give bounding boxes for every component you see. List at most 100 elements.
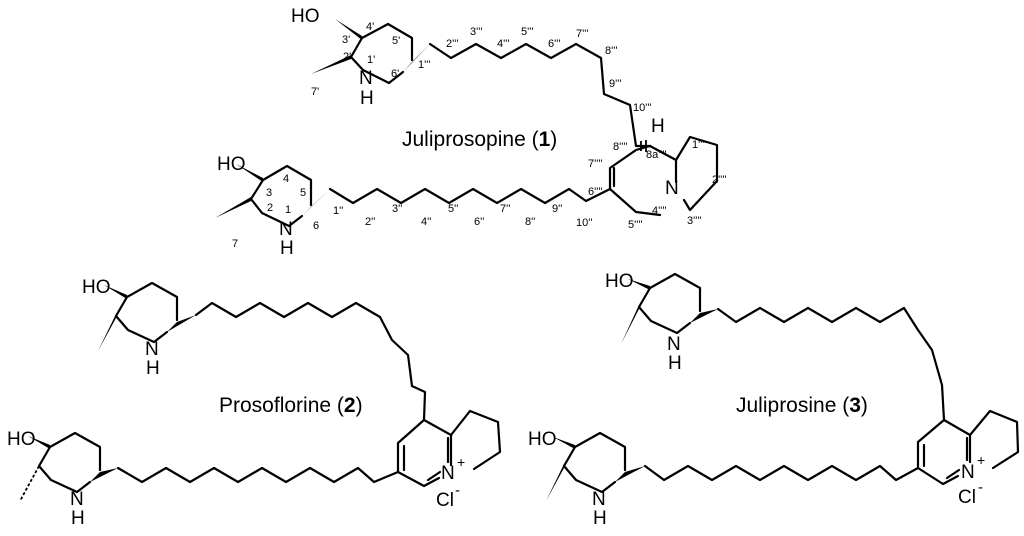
locant: 2'''' (712, 174, 727, 186)
locant: 6'''' (588, 186, 603, 198)
nitrogen-label: N (592, 489, 606, 510)
nitrogen-label: N (279, 219, 293, 240)
wedge-bond-oh (335, 19, 362, 40)
nitrogen-label: N (441, 463, 455, 484)
locant: 9''' (609, 78, 621, 90)
structure-juliprosine: HO N H Juliprosine (3) HO N H N + Cl - (528, 271, 1020, 529)
locant: 8a'''' (646, 149, 667, 161)
wedge-bond-oh (553, 437, 575, 449)
bottom-piperidine-ring: HO N H 3 4 5 2 1 6 7 (215, 154, 330, 259)
chain-bonds (328, 187, 612, 205)
locant: 5'' (448, 203, 458, 215)
top-piperidine-ring: HO N H (82, 277, 196, 379)
ring-bonds (637, 272, 702, 335)
hydroxyl-label: HO (82, 277, 111, 298)
bottom-alkyl-chain: 1'' 2'' 3'' 4'' 5'' 6'' 7'' 8'' 9'' 10'' (328, 187, 612, 229)
negative-charge: - (455, 482, 460, 499)
locant: 6 (313, 220, 319, 232)
top-alkyl-chain (194, 301, 427, 422)
top-alkyl-chain (716, 306, 946, 422)
nh-hydrogen-label: H (360, 88, 374, 109)
top-piperidine-ring: HO N H 3' 4' 5' 2' 1' 6' 7' (291, 6, 430, 109)
locant: 2 (267, 202, 273, 214)
locant: 3'''' (687, 215, 702, 227)
locant: 8''' (605, 45, 617, 57)
locant: 3 (266, 187, 272, 199)
wedge-bond-oh (628, 279, 650, 290)
bottom-piperidine-ring: HO N H (7, 429, 118, 529)
wedge-bond-chain (615, 466, 645, 482)
wedge-bond-oh (236, 164, 263, 182)
positive-charge: + (977, 452, 985, 468)
structure-prosoflorine: HO N H Prosoflorine (2) HO N H N + Cl - (7, 277, 502, 529)
locant: 1'''' (692, 139, 707, 151)
hydroxyl-label: HO (7, 429, 36, 450)
wedge-bond-methyl (98, 314, 116, 351)
bottom-piperidine-ring: HO N H (528, 429, 645, 529)
chain-bonds (428, 42, 652, 148)
locant: 8'' (525, 216, 535, 228)
nitrogen-label: N (359, 68, 373, 89)
ring-fusion-hydrogen-label: H (651, 116, 665, 137)
positive-charge: + (457, 454, 465, 470)
nh-hydrogen-label: H (280, 238, 294, 259)
negative-charge: - (978, 479, 983, 496)
pyrrolidine-ring-bonds (449, 409, 502, 471)
nitrogen-label: N (665, 178, 679, 199)
locant: 7 (232, 238, 238, 250)
locant: 9'' (552, 203, 562, 215)
nh-hydrogen-label: H (71, 508, 85, 529)
hydroxyl-label: HO (528, 429, 557, 450)
wedge-bond-chain (403, 44, 430, 72)
nitrogen-label: N (961, 462, 975, 483)
wedge-bond-methyl (215, 197, 251, 218)
ring-bonds (249, 164, 313, 228)
pyrrolidine-ring-bonds (968, 409, 1020, 470)
wedge-bond-oh (28, 436, 50, 449)
bottom-alkyl-chain (116, 466, 400, 484)
five-ring-bonds (674, 135, 719, 212)
locant: 4'' (421, 216, 431, 228)
hydroxyl-label: HO (291, 6, 320, 27)
compound-title: Juliprosopine (1) (402, 128, 557, 151)
locant: 3' (342, 34, 350, 46)
chloride-label: Cl (958, 487, 976, 508)
locant: 7'''' (588, 158, 603, 170)
wedge-bond-methyl (311, 55, 351, 74)
wedge-bond-chain (167, 315, 196, 332)
ring-bonds (37, 431, 102, 494)
locant: 3''' (470, 26, 482, 38)
nh-hydrogen-label: H (146, 358, 160, 379)
wedge-bond-chain (690, 309, 718, 323)
locant: 2' (343, 51, 351, 63)
locant: 4'''' (652, 205, 667, 217)
nitrogen-label: N (145, 339, 159, 360)
hash-bond-methyl (19, 465, 40, 502)
compound-title: Prosoflorine (2) (219, 394, 363, 417)
locant: 5'''' (628, 219, 643, 231)
top-alkyl-chain: 1''' 2''' 3''' 4''' 5''' 6''' 7''' 8''' … (418, 26, 652, 148)
hydroxyl-label: HO (217, 154, 246, 175)
nitrogen-label: N (70, 489, 84, 510)
locant: 4' (366, 21, 374, 33)
indolizinium-ring-system: N + Cl - (916, 409, 1020, 508)
locant: 1''' (418, 59, 430, 71)
locant: 3'' (392, 203, 402, 215)
locant: 2''' (446, 38, 458, 50)
locant: 10'' (576, 217, 592, 229)
locant: 5 (300, 187, 306, 199)
compound-title: Juliprosine (3) (736, 394, 868, 417)
wedge-bond-methyl (621, 305, 639, 344)
locant: 1 (285, 204, 291, 216)
ring-bonds (349, 22, 414, 85)
nh-hydrogen-label: H (593, 508, 607, 529)
locant: 8'''' (613, 141, 628, 153)
locant: 6''' (548, 38, 560, 50)
nh-hydrogen-label: H (668, 353, 682, 374)
bottom-alkyl-chain (643, 464, 920, 482)
locant: 10''' (633, 102, 652, 114)
locant: 4''' (497, 38, 509, 50)
locant: 7''' (576, 28, 588, 40)
locant: 6'' (474, 216, 484, 228)
